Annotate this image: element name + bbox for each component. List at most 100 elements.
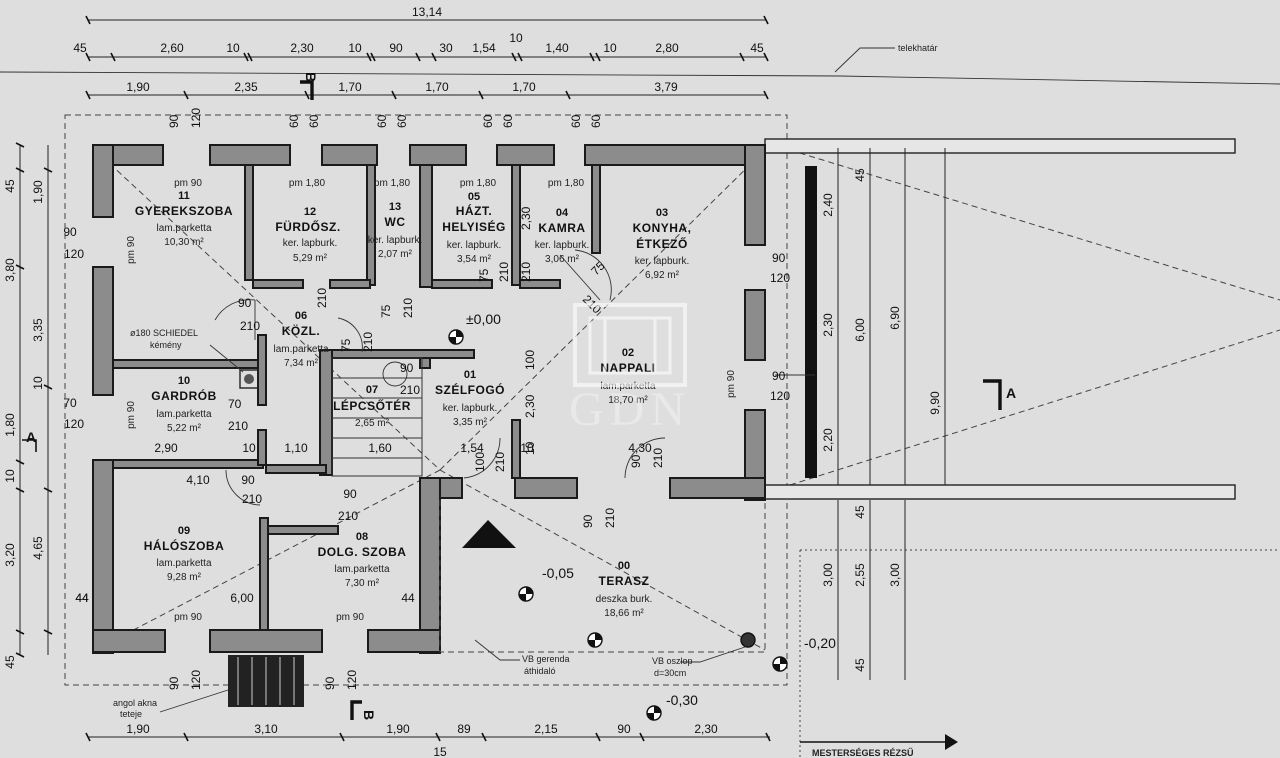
svg-text:1,54: 1,54 [472, 41, 496, 55]
svg-text:100: 100 [523, 350, 537, 370]
svg-text:210: 210 [603, 508, 617, 528]
svg-text:1,40: 1,40 [545, 41, 569, 55]
room-13-name: WC [385, 215, 406, 229]
room-10-number: 10 [178, 375, 190, 387]
room-11-name: GYEREKSZOBA [135, 204, 233, 218]
slope-boundary [799, 549, 1280, 758]
svg-text:120: 120 [345, 670, 359, 690]
svg-text:60: 60 [395, 114, 409, 128]
room-03-finish: ker. lapburk. [635, 256, 689, 267]
svg-text:210: 210 [338, 509, 358, 523]
svg-text:90: 90 [167, 114, 181, 128]
room-05-area: 3,54 m² [457, 254, 492, 265]
room-13-pm: pm 1,80 [374, 178, 411, 189]
svg-text:1,90: 1,90 [126, 80, 150, 94]
svg-text:90: 90 [629, 454, 643, 468]
svg-text:90: 90 [343, 487, 357, 501]
svg-text:60: 60 [307, 114, 321, 128]
room-13-area: 2,07 m² [378, 249, 413, 260]
svg-text:60: 60 [481, 114, 495, 128]
svg-text:120: 120 [189, 108, 203, 128]
room-12-pm: pm 1,80 [289, 178, 326, 189]
svg-text:10: 10 [523, 441, 537, 455]
svg-text:60: 60 [375, 114, 389, 128]
svg-text:210: 210 [493, 452, 507, 472]
svg-text:60: 60 [287, 114, 301, 128]
svg-text:44: 44 [75, 591, 89, 605]
carport-diagonal-1 [789, 149, 1280, 301]
svg-text:10: 10 [226, 41, 240, 55]
svg-text:10: 10 [31, 376, 45, 390]
svg-text:10: 10 [242, 441, 256, 455]
room-01-area: 3,35 m² [453, 417, 488, 428]
room-05-name2: HELYISÉG [442, 219, 506, 234]
vb-oszlop-label: VB oszlop [652, 656, 693, 666]
section-a-right-label: A [1006, 385, 1016, 401]
room-06-name: KÖZL. [282, 323, 321, 338]
stair [331, 357, 423, 477]
svg-text:210: 210 [401, 298, 415, 318]
svg-text:pm 90: pm 90 [174, 612, 202, 623]
svg-text:10: 10 [603, 41, 617, 55]
svg-text:210: 210 [651, 448, 665, 468]
svg-text:pm 90: pm 90 [726, 370, 737, 398]
opening-dimensions: 90 120 60 60 60 60 60 60 60 60 90 210 21… [75, 108, 790, 690]
svg-text:9,90: 9,90 [928, 391, 942, 415]
svg-text:1,90: 1,90 [386, 722, 410, 736]
section-a-left-label: A [26, 429, 36, 445]
svg-text:90: 90 [400, 361, 414, 375]
svg-text:6,00: 6,00 [853, 318, 867, 342]
telekhatar-leader [834, 47, 895, 73]
terrace-outline [439, 500, 766, 653]
svg-text:120: 120 [189, 670, 203, 690]
room-09-name: HÁLÓSZOBA [144, 538, 225, 553]
svg-text:90: 90 [581, 514, 595, 528]
room-01-finish: ker. lapburk. [443, 403, 497, 414]
room-09-area: 9,28 m² [167, 572, 202, 583]
room-03-name2: ÉTKEZŐ [636, 236, 688, 251]
room-11-number: 11 [178, 190, 190, 202]
svg-text:44: 44 [75, 591, 89, 605]
section-b-top-label: B [303, 72, 319, 82]
svg-text:3,00: 3,00 [821, 563, 835, 587]
exterior-walls [92, 144, 766, 654]
chimney [239, 369, 259, 389]
svg-text:3,35: 3,35 [31, 318, 45, 342]
svg-text:1,70: 1,70 [425, 80, 449, 94]
room-00-area: 18,66 m² [604, 608, 644, 619]
svg-text:3,10: 3,10 [254, 722, 278, 736]
svg-text:45: 45 [853, 505, 867, 519]
svg-text:6,00: 6,00 [230, 591, 254, 605]
svg-text:pm 90: pm 90 [126, 401, 137, 429]
room-07-name: LÉPCSŐTÉR [333, 398, 411, 413]
room-10-area: 5,22 m² [167, 423, 202, 434]
room-12-name: FÜRDŐSZ. [275, 219, 340, 234]
svg-text:120: 120 [770, 271, 790, 285]
watermark-text: GDN [569, 383, 691, 436]
athidalo-label: áthidaló [524, 666, 556, 676]
room-05-pm: pm 1,80 [460, 178, 497, 189]
carport-beam [805, 166, 817, 478]
room-07-area: 2,65 m² [355, 418, 390, 429]
svg-text:2,30: 2,30 [523, 394, 537, 418]
svg-text:2,60: 2,60 [160, 41, 184, 55]
svg-text:210: 210 [519, 262, 533, 282]
room-01-name: SZÉLFOGÓ [435, 382, 505, 397]
svg-text:100: 100 [473, 452, 487, 472]
top-dimensions: 13,14 45 2,60 10 2,30 10 90 30 1,54 10 1… [73, 5, 769, 100]
svg-text:210: 210 [361, 332, 375, 352]
section-a-right-marker [983, 379, 1002, 410]
room-08-area: 7,30 m² [345, 578, 380, 589]
level-terasz: -0,05 [542, 565, 574, 581]
svg-text:90: 90 [617, 722, 631, 736]
svg-text:3,00: 3,00 [888, 563, 902, 587]
room-05-finish: ker. lapburk. [447, 240, 501, 251]
svg-text:70: 70 [63, 396, 77, 410]
room-03-area: 6,92 m² [645, 270, 680, 281]
svg-text:89: 89 [457, 722, 471, 736]
svg-text:75: 75 [339, 338, 353, 352]
svg-text:120: 120 [64, 247, 84, 261]
room-04-number: 04 [556, 207, 569, 219]
room-06-area: 7,34 m² [284, 358, 319, 369]
